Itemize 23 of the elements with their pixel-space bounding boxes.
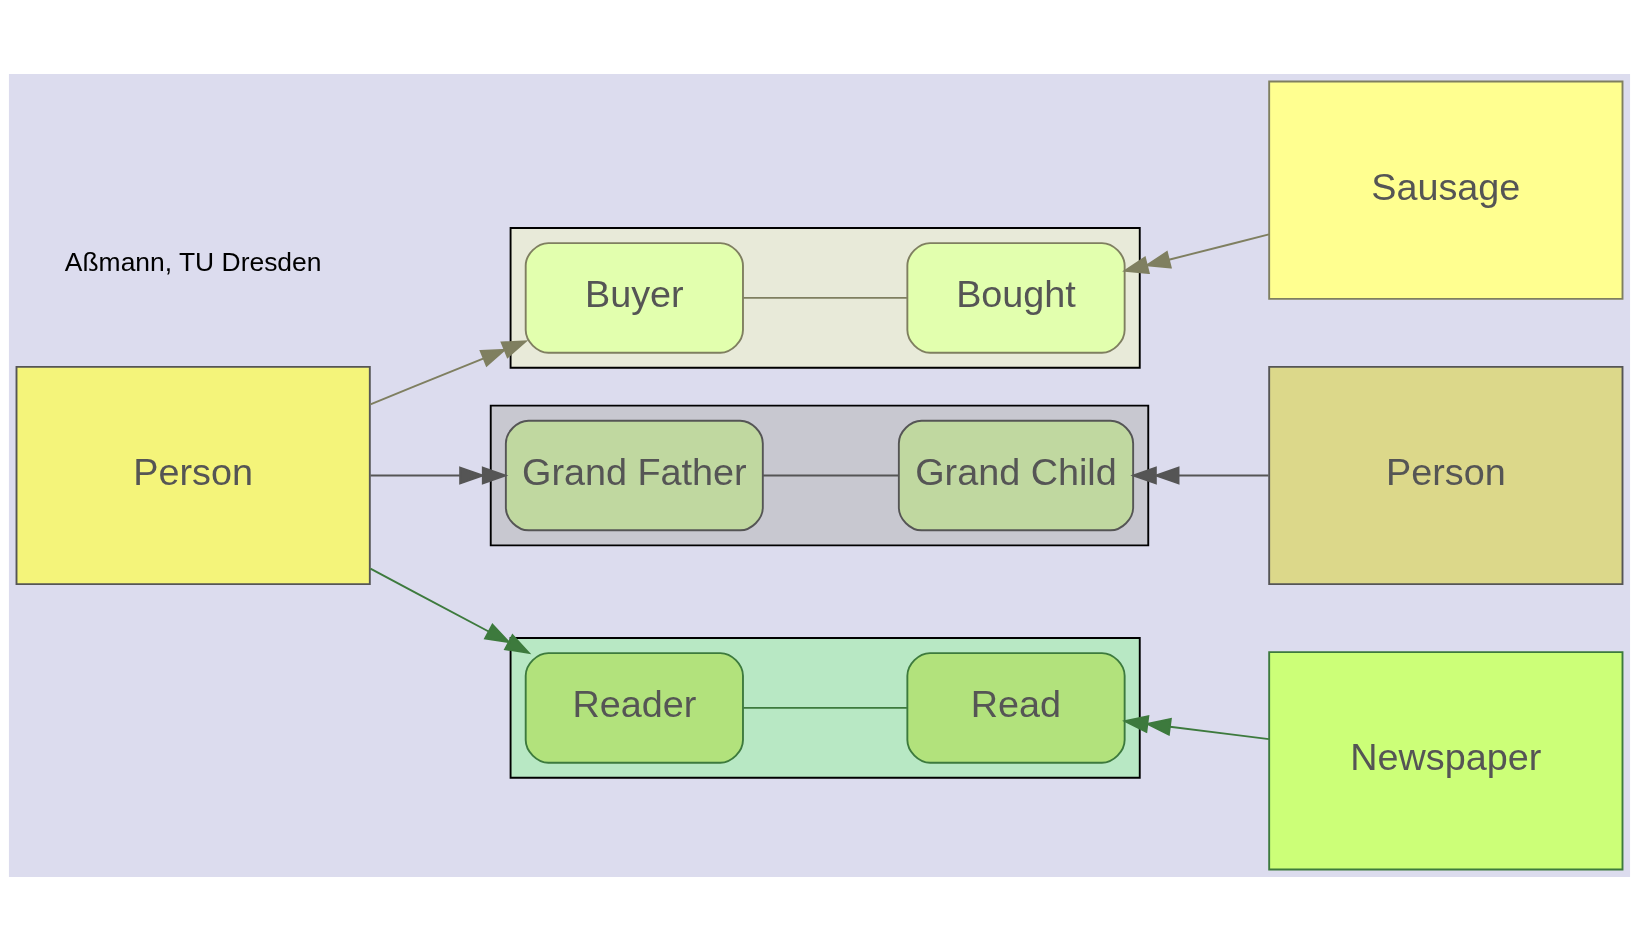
node-box: Person: [1268, 365, 1624, 586]
node-box: Reader: [524, 652, 744, 764]
node-box: Buyer: [524, 242, 744, 354]
cluster: [489, 404, 1150, 547]
label: Aßmann, TU Dresden: [64, 246, 322, 277]
node-box: Person: [15, 365, 371, 586]
connector: [762, 474, 900, 477]
arrow: [1122, 233, 1270, 275]
node-box: Bought: [906, 242, 1126, 354]
arrow: [1130, 466, 1270, 485]
arrow: [369, 340, 529, 406]
node-box: Grand Father: [504, 419, 764, 532]
connector: [742, 296, 908, 299]
arrow: [369, 567, 532, 655]
arrow: [1122, 714, 1270, 740]
cluster: [509, 227, 1141, 369]
node-box: Grand Child: [897, 419, 1135, 532]
node-box: Sausage: [1268, 80, 1624, 300]
arrow: [369, 466, 509, 485]
cluster: [509, 637, 1141, 779]
node-box: Newspaper: [1268, 651, 1624, 871]
node-box: Read: [906, 652, 1126, 764]
connector: [742, 706, 908, 709]
